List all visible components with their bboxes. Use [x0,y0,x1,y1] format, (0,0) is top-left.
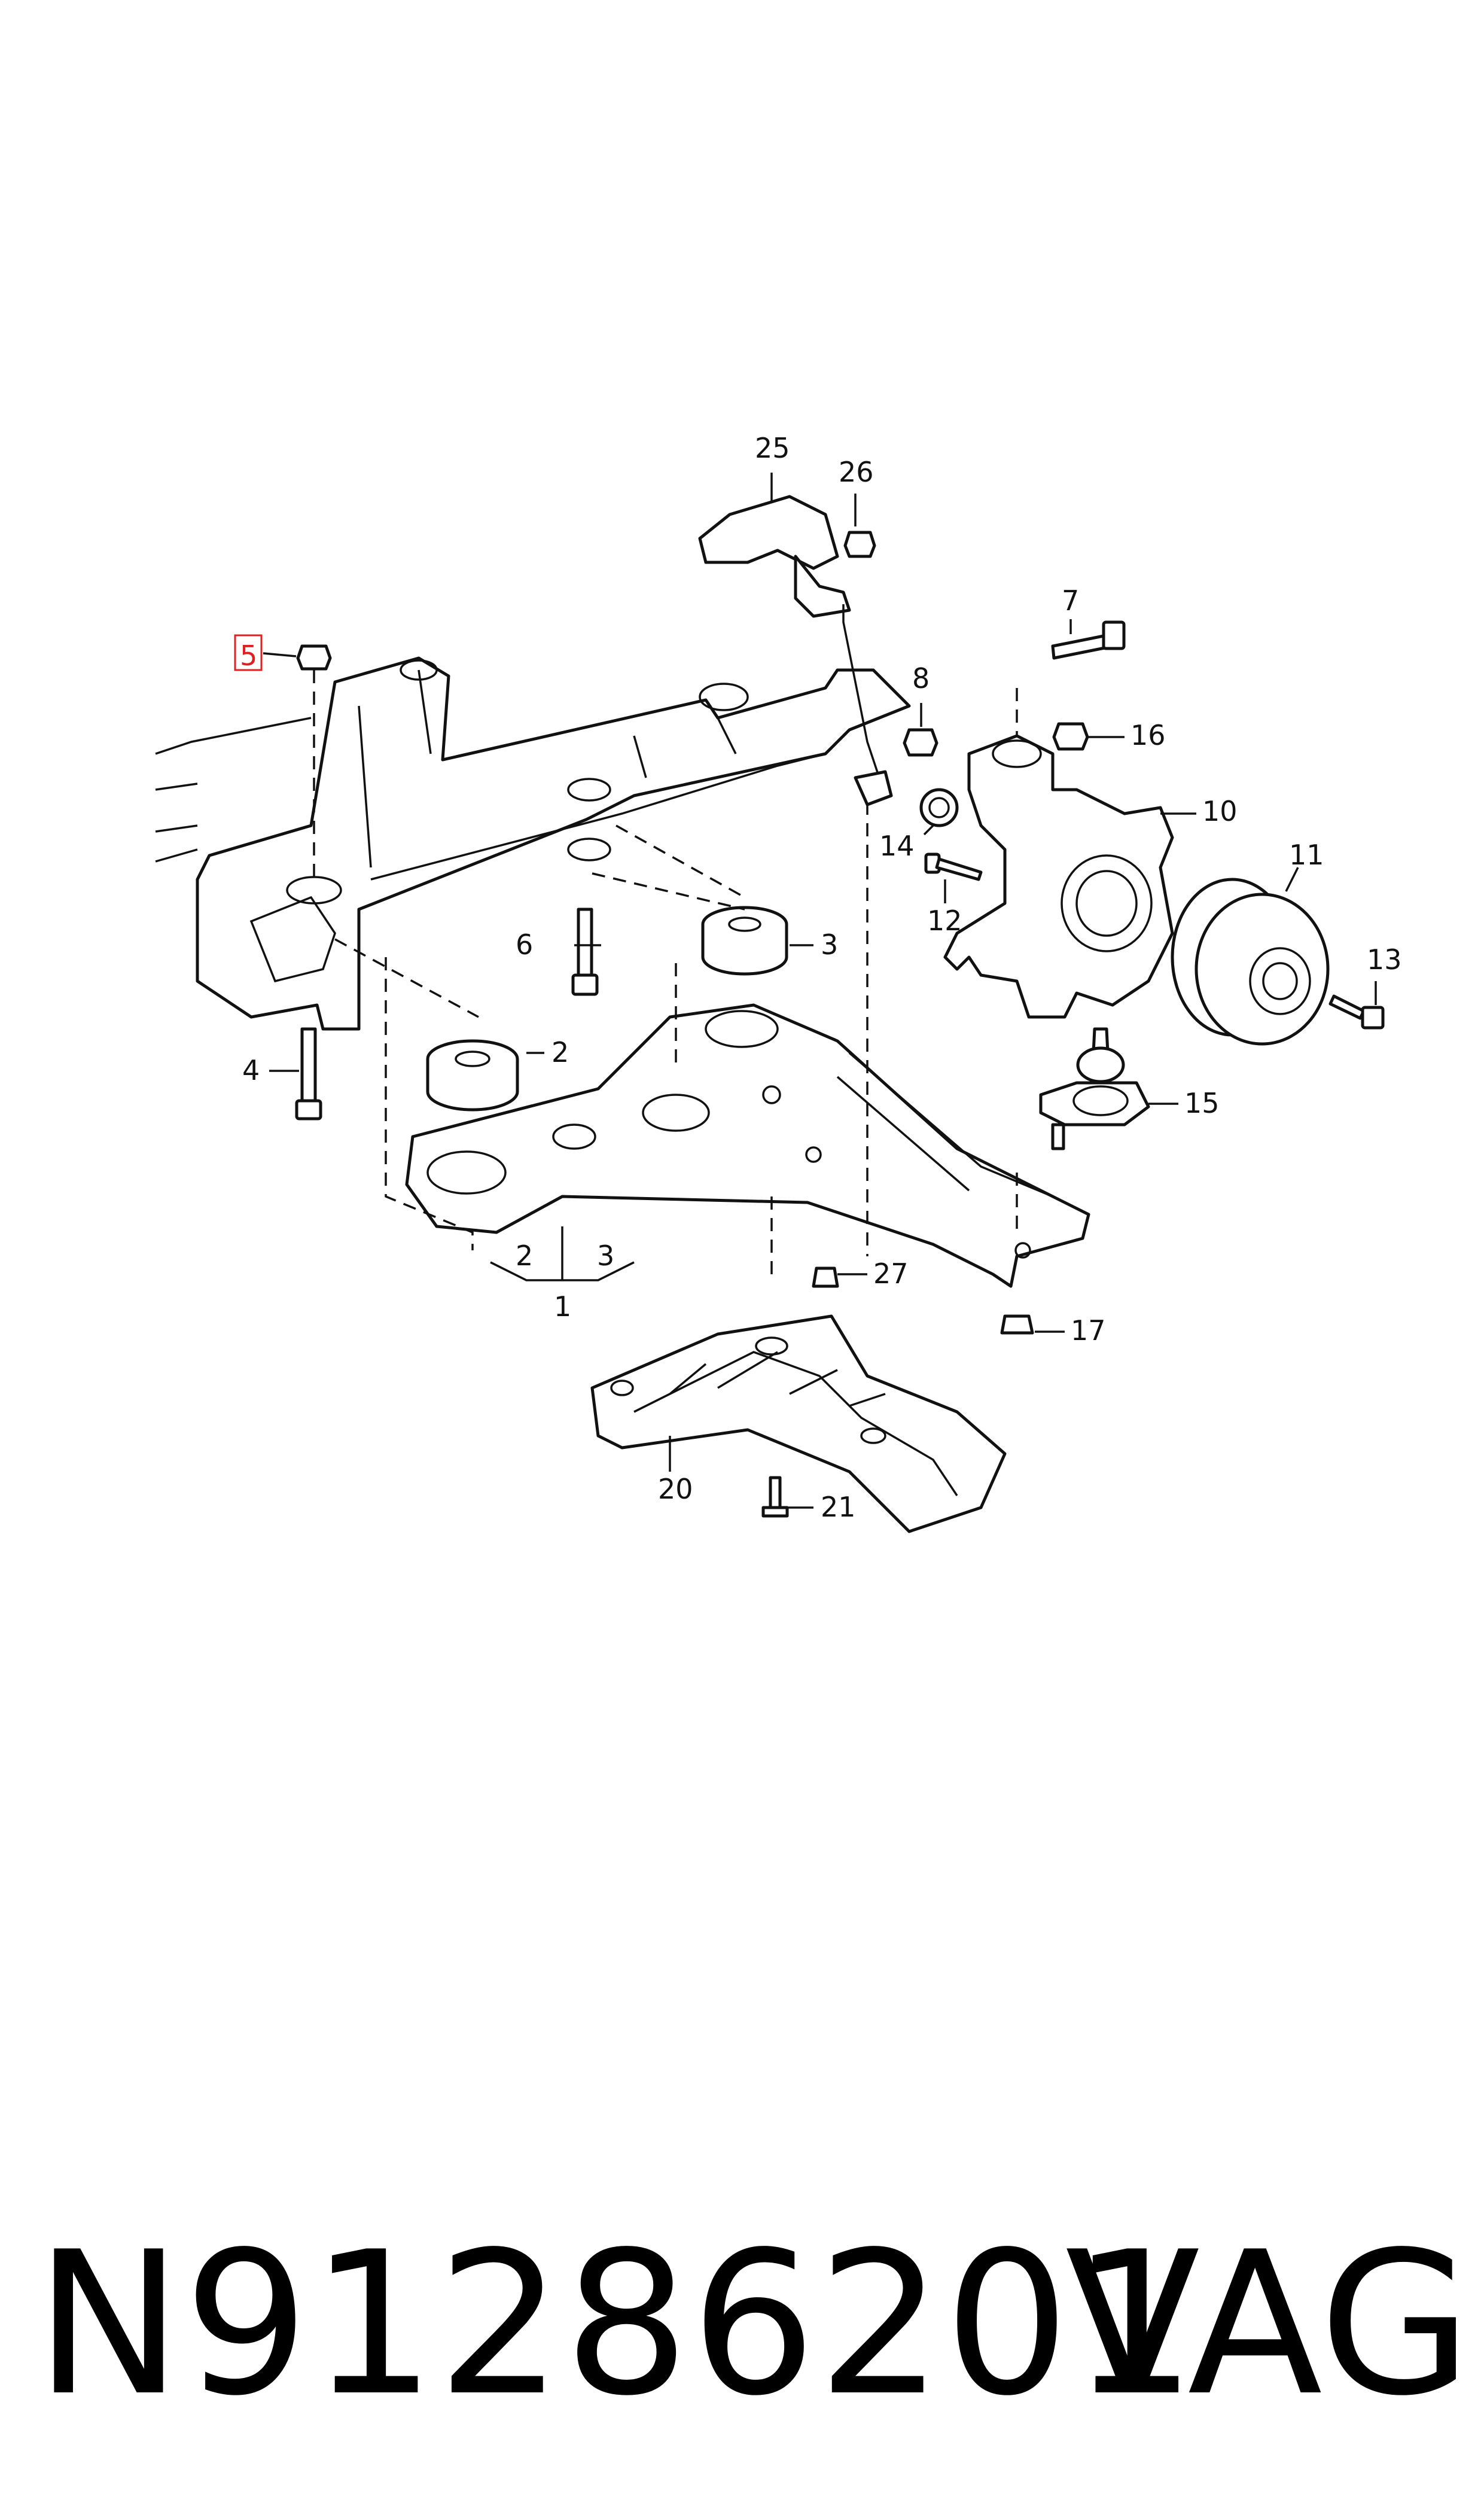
callout-27: 27 [873,1258,909,1290]
group-label-right: 3 [597,1240,614,1272]
callout-3: 3 [821,928,838,961]
ball-joint [1039,1027,1150,1150]
callout-10: 10 [1202,795,1238,827]
brand-name: VAG [1065,2209,1472,2439]
highlight-box [234,634,263,671]
steering-knuckle [943,734,1174,1019]
callout-16: 16 [1130,719,1166,751]
callout-11: 11 [1289,839,1324,871]
callout-5[interactable]: 5 [240,640,257,672]
callout-15: 15 [1184,1087,1220,1119]
callout-21: 21 [821,1491,856,1523]
dust-seal-14 [919,788,959,827]
callout-8: 8 [912,662,930,695]
bolt-12 [924,852,983,881]
bolt-4 [295,1027,322,1121]
underbody-panel [590,1314,1007,1533]
wheel-hub [1171,878,1330,1046]
callout-26: 26 [839,456,874,488]
assembly-lines [313,670,1018,1280]
part-number: N91286201 [35,2209,1198,2439]
nut-27 [812,1266,839,1288]
callout-17: 17 [1071,1314,1106,1347]
group-label-bottom: 1 [554,1290,571,1323]
bolt-6 [571,908,599,996]
callout-25: 25 [755,432,790,464]
bushing-3 [701,906,788,976]
nut-5 [296,644,332,671]
callout-6: 6 [516,928,533,961]
callout-20: 20 [658,1473,693,1505]
level-sensor [698,495,893,806]
callout-12: 12 [927,905,962,937]
callout-2: 2 [551,1036,569,1068]
callout-labels: 25 26 7 8 16 10 14 11 12 13 15 17 27 20 … [234,432,1402,1523]
nut-17 [1000,1314,1034,1335]
bolt-13 [1328,994,1385,1030]
nut-26 [843,531,876,558]
callout-14: 14 [879,830,915,862]
callout-13: 13 [1367,943,1402,976]
callout-7: 7 [1062,584,1079,617]
subframe [155,656,911,1031]
nut-8 [903,728,938,757]
nut-16 [1052,722,1089,751]
callout-4: 4 [242,1054,260,1086]
bolt-7 [1051,620,1126,660]
leader-lines [269,473,1377,1509]
clip-21 [761,1476,789,1518]
control-arm [405,1003,1090,1288]
bushing-2 [426,1039,519,1112]
group-label-left: 2 [516,1240,533,1272]
